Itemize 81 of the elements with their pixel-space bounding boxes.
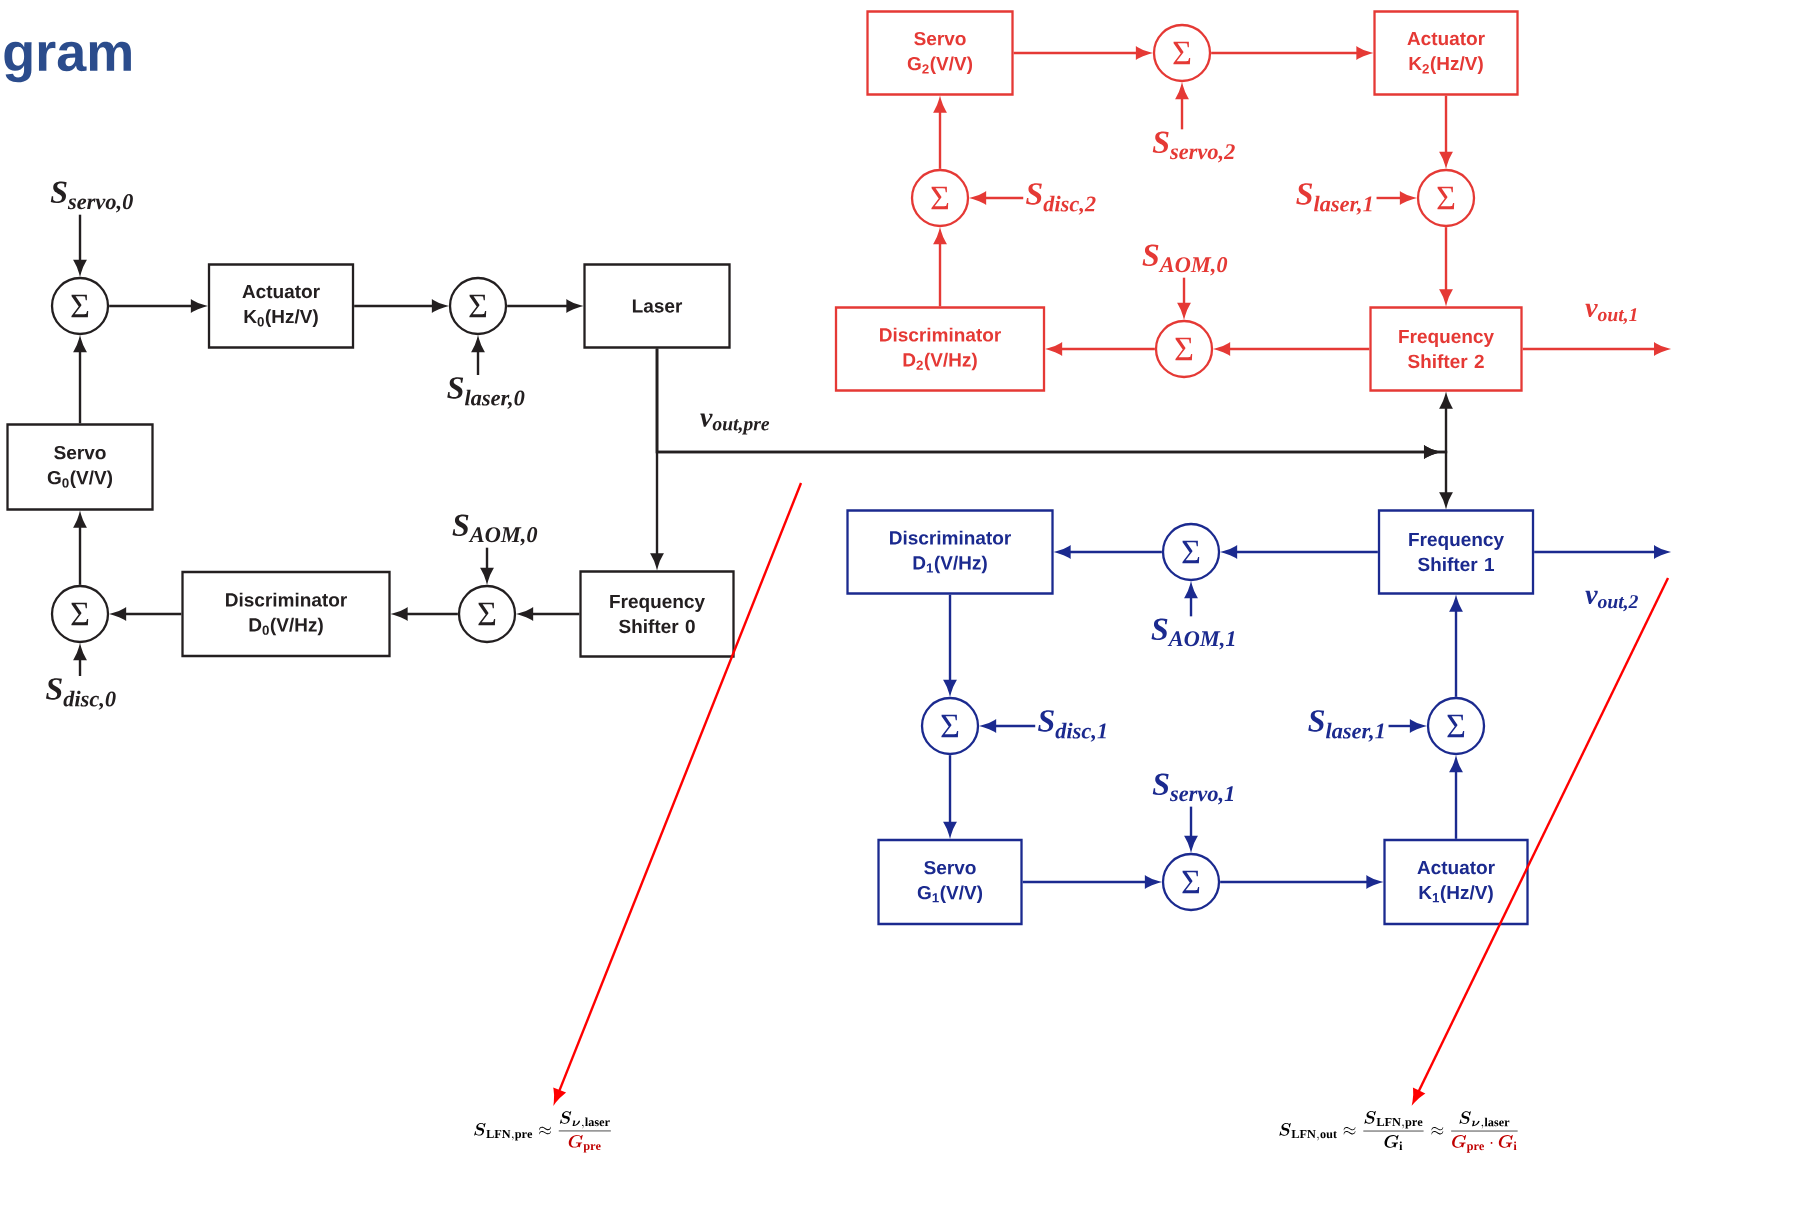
arrow (1440, 95, 1452, 166)
block-box: Frequency Shifter 1 (1377, 509, 1535, 595)
arrow (74, 513, 86, 585)
arrow (472, 338, 484, 375)
summing-junction: Σ (1154, 319, 1214, 379)
arrow (74, 214, 86, 274)
arrow (74, 646, 86, 676)
noise-label: S$_{AOM,0}$ (1142, 244, 1228, 276)
summing-junction: Σ (50, 584, 110, 644)
arrow (1216, 343, 1370, 355)
arrow (1223, 546, 1378, 558)
arrow (1534, 546, 1668, 558)
arrow (1185, 806, 1197, 850)
block-box: Actuator K$_{0}$(Hz/V) (207, 263, 355, 349)
arrow (934, 99, 947, 169)
arrow (944, 755, 957, 836)
arrow (109, 300, 205, 312)
noise-label: S$_{laser,1}$ (1296, 183, 1372, 215)
edge-label: ν$_{out,1}$ (1584, 302, 1640, 326)
summing-junction: Σ (1426, 696, 1486, 756)
summing-junction: Σ (1152, 23, 1212, 83)
arrow (1176, 85, 1188, 130)
noise-label: S$_{servo,2}$ (1152, 131, 1235, 163)
noise-label: S$_{servo,0}$ (50, 181, 133, 213)
noise-label: S$_{AOM,0}$ (452, 514, 538, 546)
arrow (1022, 876, 1159, 888)
block-box: Actuator K$_{1}$(Hz/V) (1383, 838, 1529, 926)
arrow (934, 230, 947, 307)
block-box: Frequency Shifter 2 (1369, 306, 1523, 392)
summing-junction: Σ (457, 584, 517, 644)
leader-arrow (1412, 577, 1670, 1103)
formula: $\boldsymbol{S}_{\mathbf{LFN,pre}} \approx \frac{\boldsymbol{S}_{\boldsymbol{\nu},\mathbf{laser}}}{{\color[HTML]{C00000}\boldsymbol{G}_{\mathbf{pre}}}}$ (474, 1111, 611, 1153)
summing-junction: Σ (1161, 852, 1221, 912)
arrow (972, 192, 1024, 204)
summing-junction: Σ (1161, 522, 1221, 582)
arrow (394, 608, 458, 620)
title: gram (4, 41, 131, 83)
arrow (1388, 720, 1424, 732)
noise-label: S$_{disc,2}$ (1026, 183, 1096, 215)
arrow (1048, 343, 1155, 355)
block-box: Servo G$_{2}$(V/V) (866, 10, 1014, 96)
arrow (655, 348, 1452, 506)
block-box: Discriminator D$_{0}$(V/Hz) (181, 570, 391, 658)
summing-junction: Σ (910, 168, 970, 228)
edge-label: ν$_{out,pre}$ (698, 412, 772, 436)
noise-label: S$_{laser,0}$ (447, 377, 525, 409)
summing-junction: Σ (920, 696, 980, 756)
arrow (1440, 227, 1452, 303)
arrow (1211, 47, 1371, 59)
block-box: Servo G$_{0}$(V/V) (6, 423, 154, 511)
noise-label: S$_{servo,1}$ (1152, 773, 1234, 805)
arrow (982, 720, 1036, 732)
arrow (944, 594, 957, 694)
block-box: Discriminator D$_{2}$(V/Hz) (834, 306, 1046, 392)
arrow (1013, 47, 1150, 59)
noise-label: S$_{disc,1}$ (1038, 710, 1106, 742)
summing-junction: Σ (1416, 168, 1476, 228)
summing-junction: Σ (50, 276, 110, 336)
arrow (74, 338, 86, 424)
noise-label: S$_{disc,0}$ (46, 678, 116, 710)
block-box: Actuator K$_{2}$(Hz/V) (1373, 10, 1519, 96)
arrow (1522, 343, 1668, 355)
block-box: Laser (583, 263, 731, 349)
arrow (1220, 876, 1381, 888)
edge-label: ν$_{out,2}$ (1584, 589, 1640, 613)
arrow (1450, 597, 1462, 697)
arrow (1185, 584, 1197, 617)
block-box: Discriminator D$_{1}$(V/Hz) (846, 509, 1054, 595)
noise-label: S$_{laser,1}$ (1308, 710, 1384, 742)
arrow (112, 608, 182, 620)
noise-label: S$_{AOM,1}$ (1151, 618, 1235, 650)
formula: $\boldsymbol{S}_{\mathbf{LFN,out}} \approx \frac{\boldsymbol{S}_{\mathbf{LFN,pre}}}{\boldsymbol{G}_{\mathbf{i}}} \approx \frac{\boldsymbol{S}_{\boldsymbol{\nu},\mathbf{laser}}}{{\color[HTML]{C00000}\boldsymbol{G}_{\mathbf{pre}}\cdot\boldsymbol{G}_{\mathbf{i}}}}$ (1279, 1111, 1518, 1153)
arrow (481, 547, 493, 582)
arrow (1057, 546, 1162, 558)
arrow (1450, 758, 1462, 839)
arrow (1376, 192, 1414, 204)
summing-junction: Σ (448, 276, 508, 336)
arrow (354, 300, 446, 312)
arrow (1178, 277, 1190, 317)
block-box: Servo G$_{1}$(V/V) (877, 838, 1023, 926)
arrow (507, 300, 581, 312)
